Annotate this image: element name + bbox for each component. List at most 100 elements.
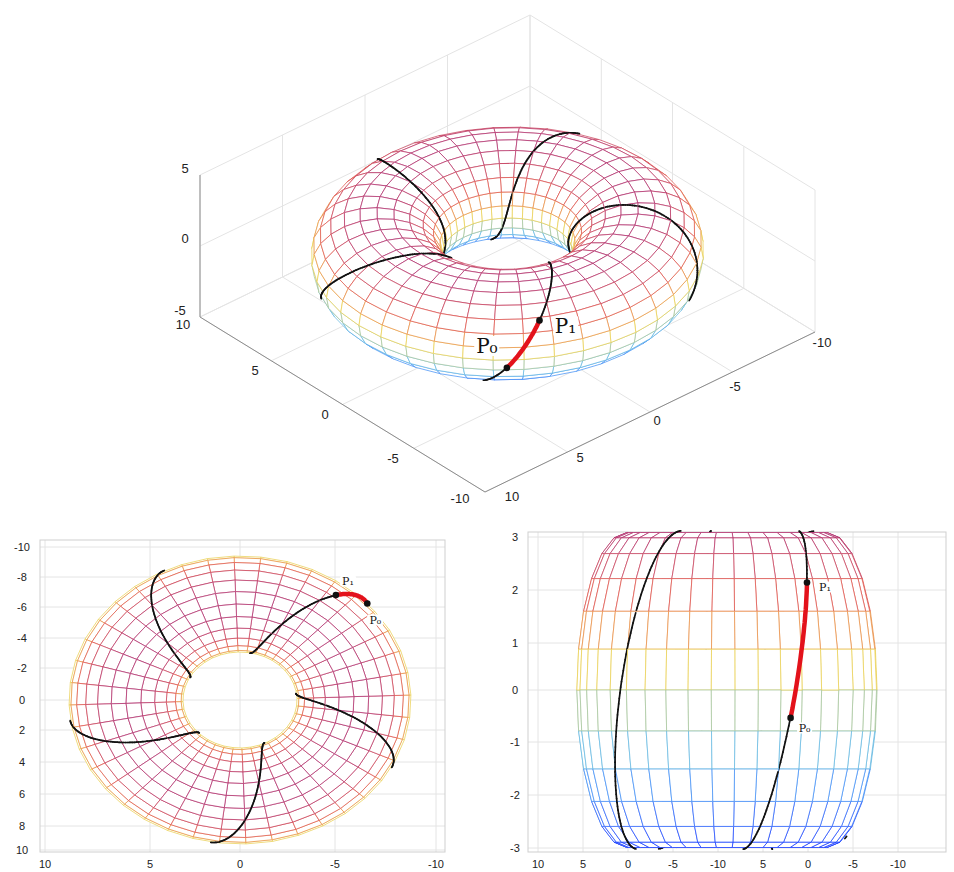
torus-mesh-cell — [502, 218, 513, 228]
torus-curve — [498, 232, 500, 235]
torus-curve — [190, 675, 192, 677]
torus-curve — [188, 733, 189, 735]
torus-mesh-cell — [498, 151, 516, 164]
torus-curve — [189, 675, 191, 677]
torus-curve — [377, 158, 379, 160]
torus-mesh-cell — [235, 580, 257, 592]
torus-curve — [182, 665, 184, 666]
torus-curve — [493, 237, 496, 239]
torus-curve — [321, 292, 323, 294]
torus-curve — [326, 286, 327, 288]
torus-curve — [323, 289, 325, 292]
torus-curve — [567, 240, 569, 241]
torus-curve — [262, 746, 264, 748]
torus-mesh-cell — [465, 318, 495, 334]
torus-mesh-cell — [166, 692, 176, 702]
point-marker — [333, 592, 340, 599]
torus-curve — [448, 256, 450, 258]
torus-curve — [550, 265, 552, 267]
torus-mesh-cell — [226, 783, 244, 796]
torus-mesh-cell — [393, 695, 403, 717]
torus-curve — [492, 238, 494, 240]
highlighted-arc — [336, 594, 367, 604]
torus-curve — [498, 233, 500, 236]
torus-curve — [184, 667, 186, 670]
torus-curve — [549, 263, 551, 265]
torus-curve — [197, 732, 199, 734]
torus-curve — [296, 694, 298, 696]
torus-mesh-cell — [221, 819, 245, 830]
torus-curve — [262, 745, 264, 747]
torus-curve — [193, 732, 196, 734]
torus-curve — [391, 766, 393, 767]
grid-line — [448, 197, 733, 372]
torus-curve — [166, 642, 169, 644]
torus-curve — [261, 748, 263, 751]
torus-mesh-cell — [621, 203, 638, 215]
torus-curve — [185, 668, 187, 671]
torus-curve — [297, 695, 299, 697]
torus-mesh-cell — [228, 772, 244, 784]
torus-curve — [303, 697, 304, 699]
side-view — [577, 531, 877, 849]
torus-mesh-cell — [155, 691, 167, 702]
grid-line — [530, 15, 815, 190]
torus-curve — [189, 674, 191, 676]
torus-curve — [379, 159, 381, 161]
torus-curve — [548, 262, 550, 264]
torus-mesh-cell — [237, 617, 253, 629]
torus-curve — [550, 263, 552, 265]
torus-curve — [551, 271, 553, 272]
torus-mesh-cell — [501, 192, 513, 206]
torus-curve — [305, 697, 306, 699]
torus-curve — [322, 290, 324, 292]
torus-curve — [771, 848, 773, 850]
torus-mesh-cell — [224, 795, 244, 808]
torus-curve — [70, 722, 72, 723]
grid-line — [45, 540, 46, 852]
torus-curve — [261, 749, 263, 752]
torus-curve — [384, 259, 386, 261]
grid-line — [530, 157, 815, 332]
torus-curve — [262, 744, 264, 746]
torus-mesh-cell — [501, 228, 513, 235]
torus-mesh-cell — [313, 698, 325, 709]
torus-curve — [250, 652, 252, 654]
grid-line — [485, 332, 815, 492]
torus-curve — [194, 731, 196, 733]
torus-curve — [322, 291, 324, 294]
torus-curve — [265, 640, 266, 641]
torus-mesh-cell — [495, 305, 523, 320]
axis-line — [200, 317, 485, 492]
torus-curve — [261, 753, 263, 754]
torus-mesh-cell — [502, 206, 513, 219]
torus-curve — [172, 652, 175, 653]
torus-mesh-cell — [353, 696, 369, 713]
torus-mesh-cell — [339, 697, 354, 712]
torus-mesh-cell — [496, 292, 522, 305]
plot-grids — [40, 15, 946, 852]
torus-curve — [181, 664, 184, 665]
torus-curve — [255, 648, 257, 650]
torus-mesh-cell — [357, 246, 382, 266]
torus-curve — [261, 643, 264, 644]
torus-curve — [260, 643, 262, 646]
torus-curve — [195, 731, 197, 733]
grid-line — [200, 157, 530, 317]
torus-curve — [621, 204, 623, 206]
torus-curve — [392, 765, 394, 766]
grid-line — [898, 532, 899, 852]
torus-curve — [71, 725, 73, 728]
torus-curve — [301, 696, 304, 698]
torus-curve — [255, 649, 257, 651]
torus-curve — [190, 732, 191, 734]
torus-curve — [499, 231, 501, 234]
torus-curve — [549, 262, 551, 264]
torus-curve — [385, 162, 386, 164]
torus-curve — [605, 206, 607, 208]
torus-curve — [545, 303, 547, 305]
torus-mesh-cell — [377, 208, 394, 220]
torus-mesh-cell — [638, 203, 655, 216]
torus-views — [69, 127, 877, 849]
